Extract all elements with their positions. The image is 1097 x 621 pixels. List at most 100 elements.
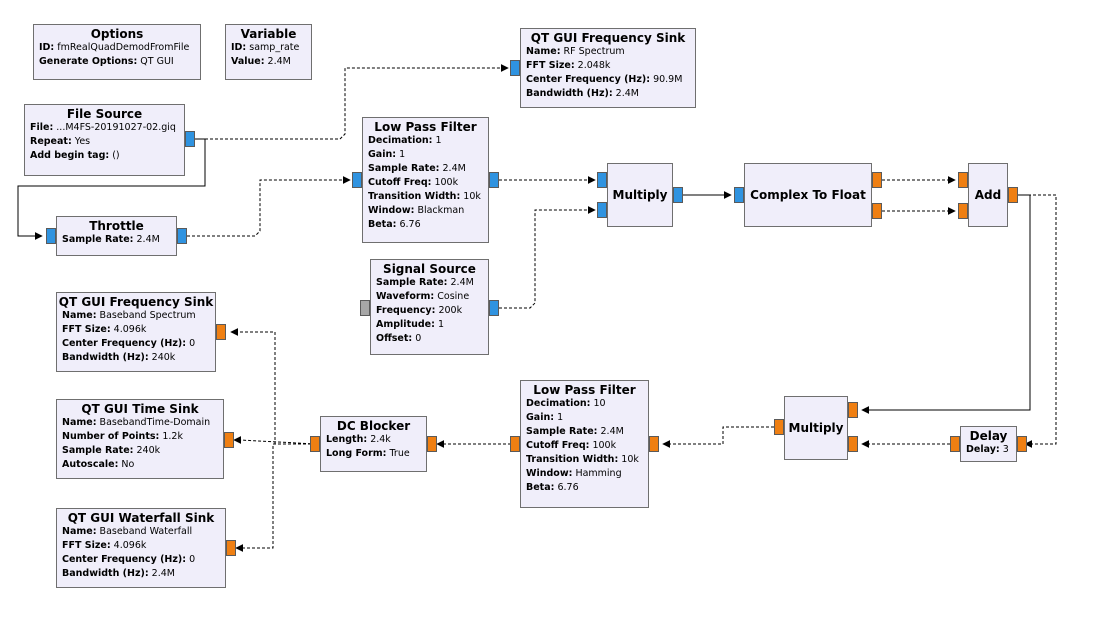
parameter-label: FFT Size: bbox=[62, 540, 111, 551]
add-block[interactable]: Add bbox=[968, 163, 1008, 227]
parameter-label: Sample Rate: bbox=[62, 234, 134, 245]
parameter-value: 2.4M bbox=[450, 277, 474, 288]
block-parameter: Value: 2.4M bbox=[226, 55, 311, 69]
parameter-value: ...M4FS-20191027-02.giq bbox=[56, 122, 176, 133]
block-title: Variable bbox=[240, 27, 297, 41]
parameter-value: 4.096k bbox=[113, 540, 147, 551]
block-title: QT GUI Frequency Sink bbox=[58, 295, 214, 309]
multiply1-in1-port[interactable] bbox=[597, 202, 607, 218]
delay-in-port[interactable] bbox=[1017, 436, 1027, 452]
parameter-label: Sample Rate: bbox=[376, 277, 448, 288]
signal-source-msg-port[interactable] bbox=[360, 300, 370, 316]
multiply-2-block[interactable]: Multiply bbox=[784, 396, 848, 460]
block-parameter: Bandwidth (Hz): 240k bbox=[57, 351, 215, 365]
multiply2-in0-port[interactable] bbox=[848, 402, 858, 418]
parameter-value: 6.76 bbox=[557, 482, 579, 493]
baseband-frequency-sink-block[interactable]: QT GUI Frequency Sink Name: Baseband Spe… bbox=[56, 292, 216, 372]
wire-throttle-lpf1 bbox=[187, 176, 351, 237]
block-parameter: Number of Points: 1.2k bbox=[57, 430, 223, 444]
time-sink-block[interactable]: QT GUI Time Sink Name: BasebandTime-Doma… bbox=[56, 399, 224, 479]
parameter-label: Decimation: bbox=[368, 135, 433, 146]
block-parameter: Center Frequency (Hz): 90.9M bbox=[521, 73, 695, 87]
block-title: Throttle bbox=[89, 219, 144, 233]
parameter-value: 10 bbox=[593, 398, 606, 409]
waterfall-sink-in-port[interactable] bbox=[226, 540, 236, 556]
c2f-in-port[interactable] bbox=[734, 187, 744, 203]
c2f-out-re-port[interactable] bbox=[872, 172, 882, 188]
parameter-label: Name: bbox=[62, 526, 97, 537]
parameter-value: Cosine bbox=[437, 291, 470, 302]
parameter-label: Sample Rate: bbox=[368, 163, 440, 174]
multiply1-out-port[interactable] bbox=[673, 187, 683, 203]
throttle-block[interactable]: Throttle Sample Rate: 2.4M bbox=[56, 216, 177, 256]
parameter-value: 90.9M bbox=[653, 74, 683, 85]
file-source-block[interactable]: File Source File: ...M4FS-20191027-02.gi… bbox=[24, 104, 185, 176]
multiply1-in0-port[interactable] bbox=[597, 172, 607, 188]
parameter-label: Autoscale: bbox=[62, 459, 119, 470]
lpf2-out-port[interactable] bbox=[510, 436, 520, 452]
rf-frequency-sink-block[interactable]: QT GUI Frequency Sink Name: RF Spectrum … bbox=[520, 28, 696, 108]
block-parameter: Sample Rate: 2.4M bbox=[363, 162, 488, 176]
parameter-label: Offset: bbox=[376, 333, 413, 344]
block-parameter: Generate Options: QT GUI bbox=[34, 55, 200, 69]
dc-blocker-in-port[interactable] bbox=[427, 436, 437, 452]
file-source-out-port[interactable] bbox=[185, 131, 195, 147]
parameter-value: 1 bbox=[399, 149, 406, 160]
parameter-value: 2.4M bbox=[151, 568, 175, 579]
dc-blocker-out-port[interactable] bbox=[310, 436, 320, 452]
parameter-label: Delay: bbox=[966, 444, 1000, 455]
multiply-1-block[interactable]: Multiply bbox=[607, 163, 673, 227]
throttle-in-port[interactable] bbox=[46, 228, 56, 244]
block-parameter: Bandwidth (Hz): 2.4M bbox=[57, 567, 225, 581]
parameter-label: Sample Rate: bbox=[526, 426, 598, 437]
lpf1-in-port[interactable] bbox=[352, 172, 362, 188]
variable-block[interactable]: Variable ID: samp_rate Value: 2.4M bbox=[225, 24, 312, 80]
parameter-label: Window: bbox=[526, 468, 573, 479]
block-parameter: Length: 2.4k bbox=[321, 433, 426, 447]
parameter-value: Blackman bbox=[417, 205, 465, 216]
low-pass-filter-2-block[interactable]: Low Pass Filter Decimation: 10 Gain: 1 S… bbox=[520, 380, 649, 508]
block-parameter: Sample Rate: 2.4M bbox=[521, 425, 648, 439]
parameter-value: Baseband Waterfall bbox=[99, 526, 193, 537]
parameter-label: Name: bbox=[62, 310, 97, 321]
block-parameter: Sample Rate: 240k bbox=[57, 444, 223, 458]
signal-source-out-port[interactable] bbox=[489, 300, 499, 316]
signal-source-block[interactable]: Signal Source Sample Rate: 2.4M Waveform… bbox=[370, 259, 489, 355]
parameter-value: 3 bbox=[1002, 444, 1009, 455]
multiply2-out-port[interactable] bbox=[774, 419, 784, 435]
wire-filesource-rfsink bbox=[195, 64, 509, 140]
baseband-frequency-sink-in-port[interactable] bbox=[216, 324, 226, 340]
add-in1-port[interactable] bbox=[958, 203, 968, 219]
parameter-label: Frequency: bbox=[376, 305, 436, 316]
parameter-value: 1 bbox=[557, 412, 564, 423]
delay-out-port[interactable] bbox=[950, 436, 960, 452]
add-in0-port[interactable] bbox=[958, 172, 968, 188]
block-parameter: ID: samp_rate bbox=[226, 41, 311, 55]
complex-to-float-block[interactable]: Complex To Float bbox=[744, 163, 872, 227]
parameter-label: Repeat: bbox=[30, 136, 72, 147]
parameter-value: 240k bbox=[136, 445, 161, 456]
parameter-value: 1 bbox=[435, 135, 442, 146]
block-title: Multiply bbox=[612, 188, 668, 202]
lpf2-in-port[interactable] bbox=[649, 436, 659, 452]
parameter-value: True bbox=[389, 448, 410, 459]
wire-add-multiply2 bbox=[861, 194, 1031, 414]
throttle-out-port[interactable] bbox=[177, 228, 187, 244]
multiply2-in1-port[interactable] bbox=[848, 436, 858, 452]
block-title: Low Pass Filter bbox=[533, 383, 636, 397]
c2f-out-im-port[interactable] bbox=[872, 203, 882, 219]
low-pass-filter-1-block[interactable]: Low Pass Filter Decimation: 1 Gain: 1 Sa… bbox=[362, 117, 489, 243]
rf-frequency-sink-in-port[interactable] bbox=[510, 60, 520, 76]
dc-blocker-block[interactable]: DC Blocker Length: 2.4k Long Form: True bbox=[320, 416, 427, 472]
lpf1-out-port[interactable] bbox=[489, 172, 499, 188]
delay-block[interactable]: Delay Delay: 3 bbox=[960, 426, 1017, 462]
block-parameter: Long Form: True bbox=[321, 447, 426, 461]
parameter-label: Bandwidth (Hz): bbox=[62, 352, 149, 363]
waterfall-sink-block[interactable]: QT GUI Waterfall Sink Name: Baseband Wat… bbox=[56, 508, 226, 588]
parameter-label: FFT Size: bbox=[526, 60, 575, 71]
options-block[interactable]: Options ID: fmRealQuadDemodFromFile Gene… bbox=[33, 24, 201, 80]
block-parameter: Window: Blackman bbox=[363, 204, 488, 218]
add-out-port[interactable] bbox=[1008, 187, 1018, 203]
time-sink-in-port[interactable] bbox=[224, 432, 234, 448]
